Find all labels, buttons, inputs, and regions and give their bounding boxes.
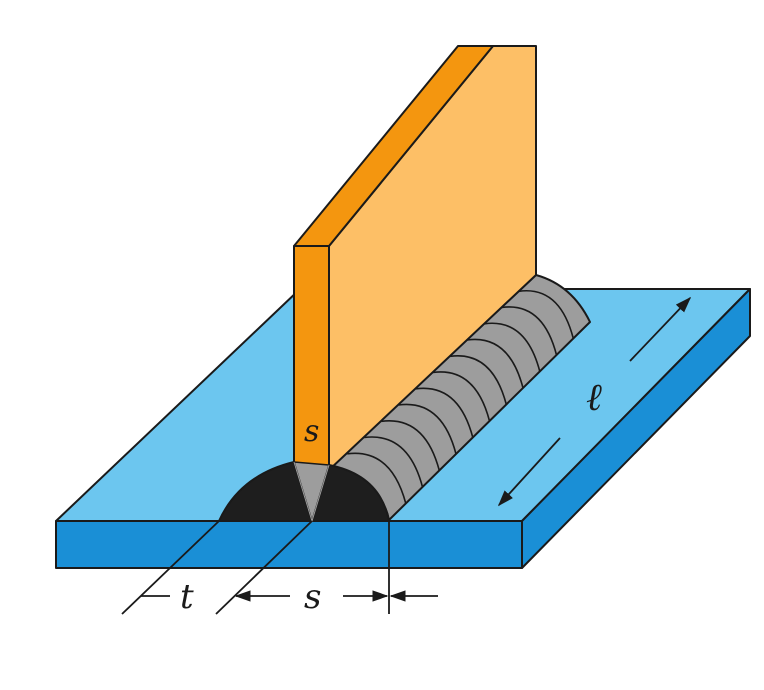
weld-section-right bbox=[311, 464, 390, 522]
weld-bead bbox=[327, 274, 591, 521]
throat-leader-a bbox=[121, 520, 220, 615]
weld-ripple bbox=[484, 322, 541, 372]
upright-plate bbox=[293, 45, 537, 471]
label-s-dimension: s bbox=[304, 577, 321, 617]
weld-ripple bbox=[518, 289, 575, 339]
weld-ripple bbox=[364, 436, 424, 488]
weld-section bbox=[218, 461, 390, 523]
weld-ripples bbox=[347, 289, 575, 504]
weld-ripple bbox=[450, 354, 508, 405]
weld-ripple bbox=[398, 403, 457, 455]
throat-leader-b bbox=[215, 520, 313, 615]
weld-ripple bbox=[381, 419, 441, 471]
weld-ripple bbox=[347, 452, 407, 504]
length-dim-line bbox=[497, 437, 561, 507]
label-s-on-plate: s bbox=[304, 414, 319, 449]
weld-ripple bbox=[501, 306, 558, 356]
label-throat-t: t bbox=[180, 577, 194, 617]
weld-ripple bbox=[432, 371, 491, 422]
weld-ripple bbox=[415, 387, 474, 438]
base-plate-side bbox=[521, 288, 751, 569]
dimension-lines bbox=[121, 296, 692, 615]
length-dim-line-top bbox=[629, 296, 692, 362]
weld-ripple bbox=[467, 338, 524, 389]
label-length-l: ℓ bbox=[586, 375, 602, 419]
